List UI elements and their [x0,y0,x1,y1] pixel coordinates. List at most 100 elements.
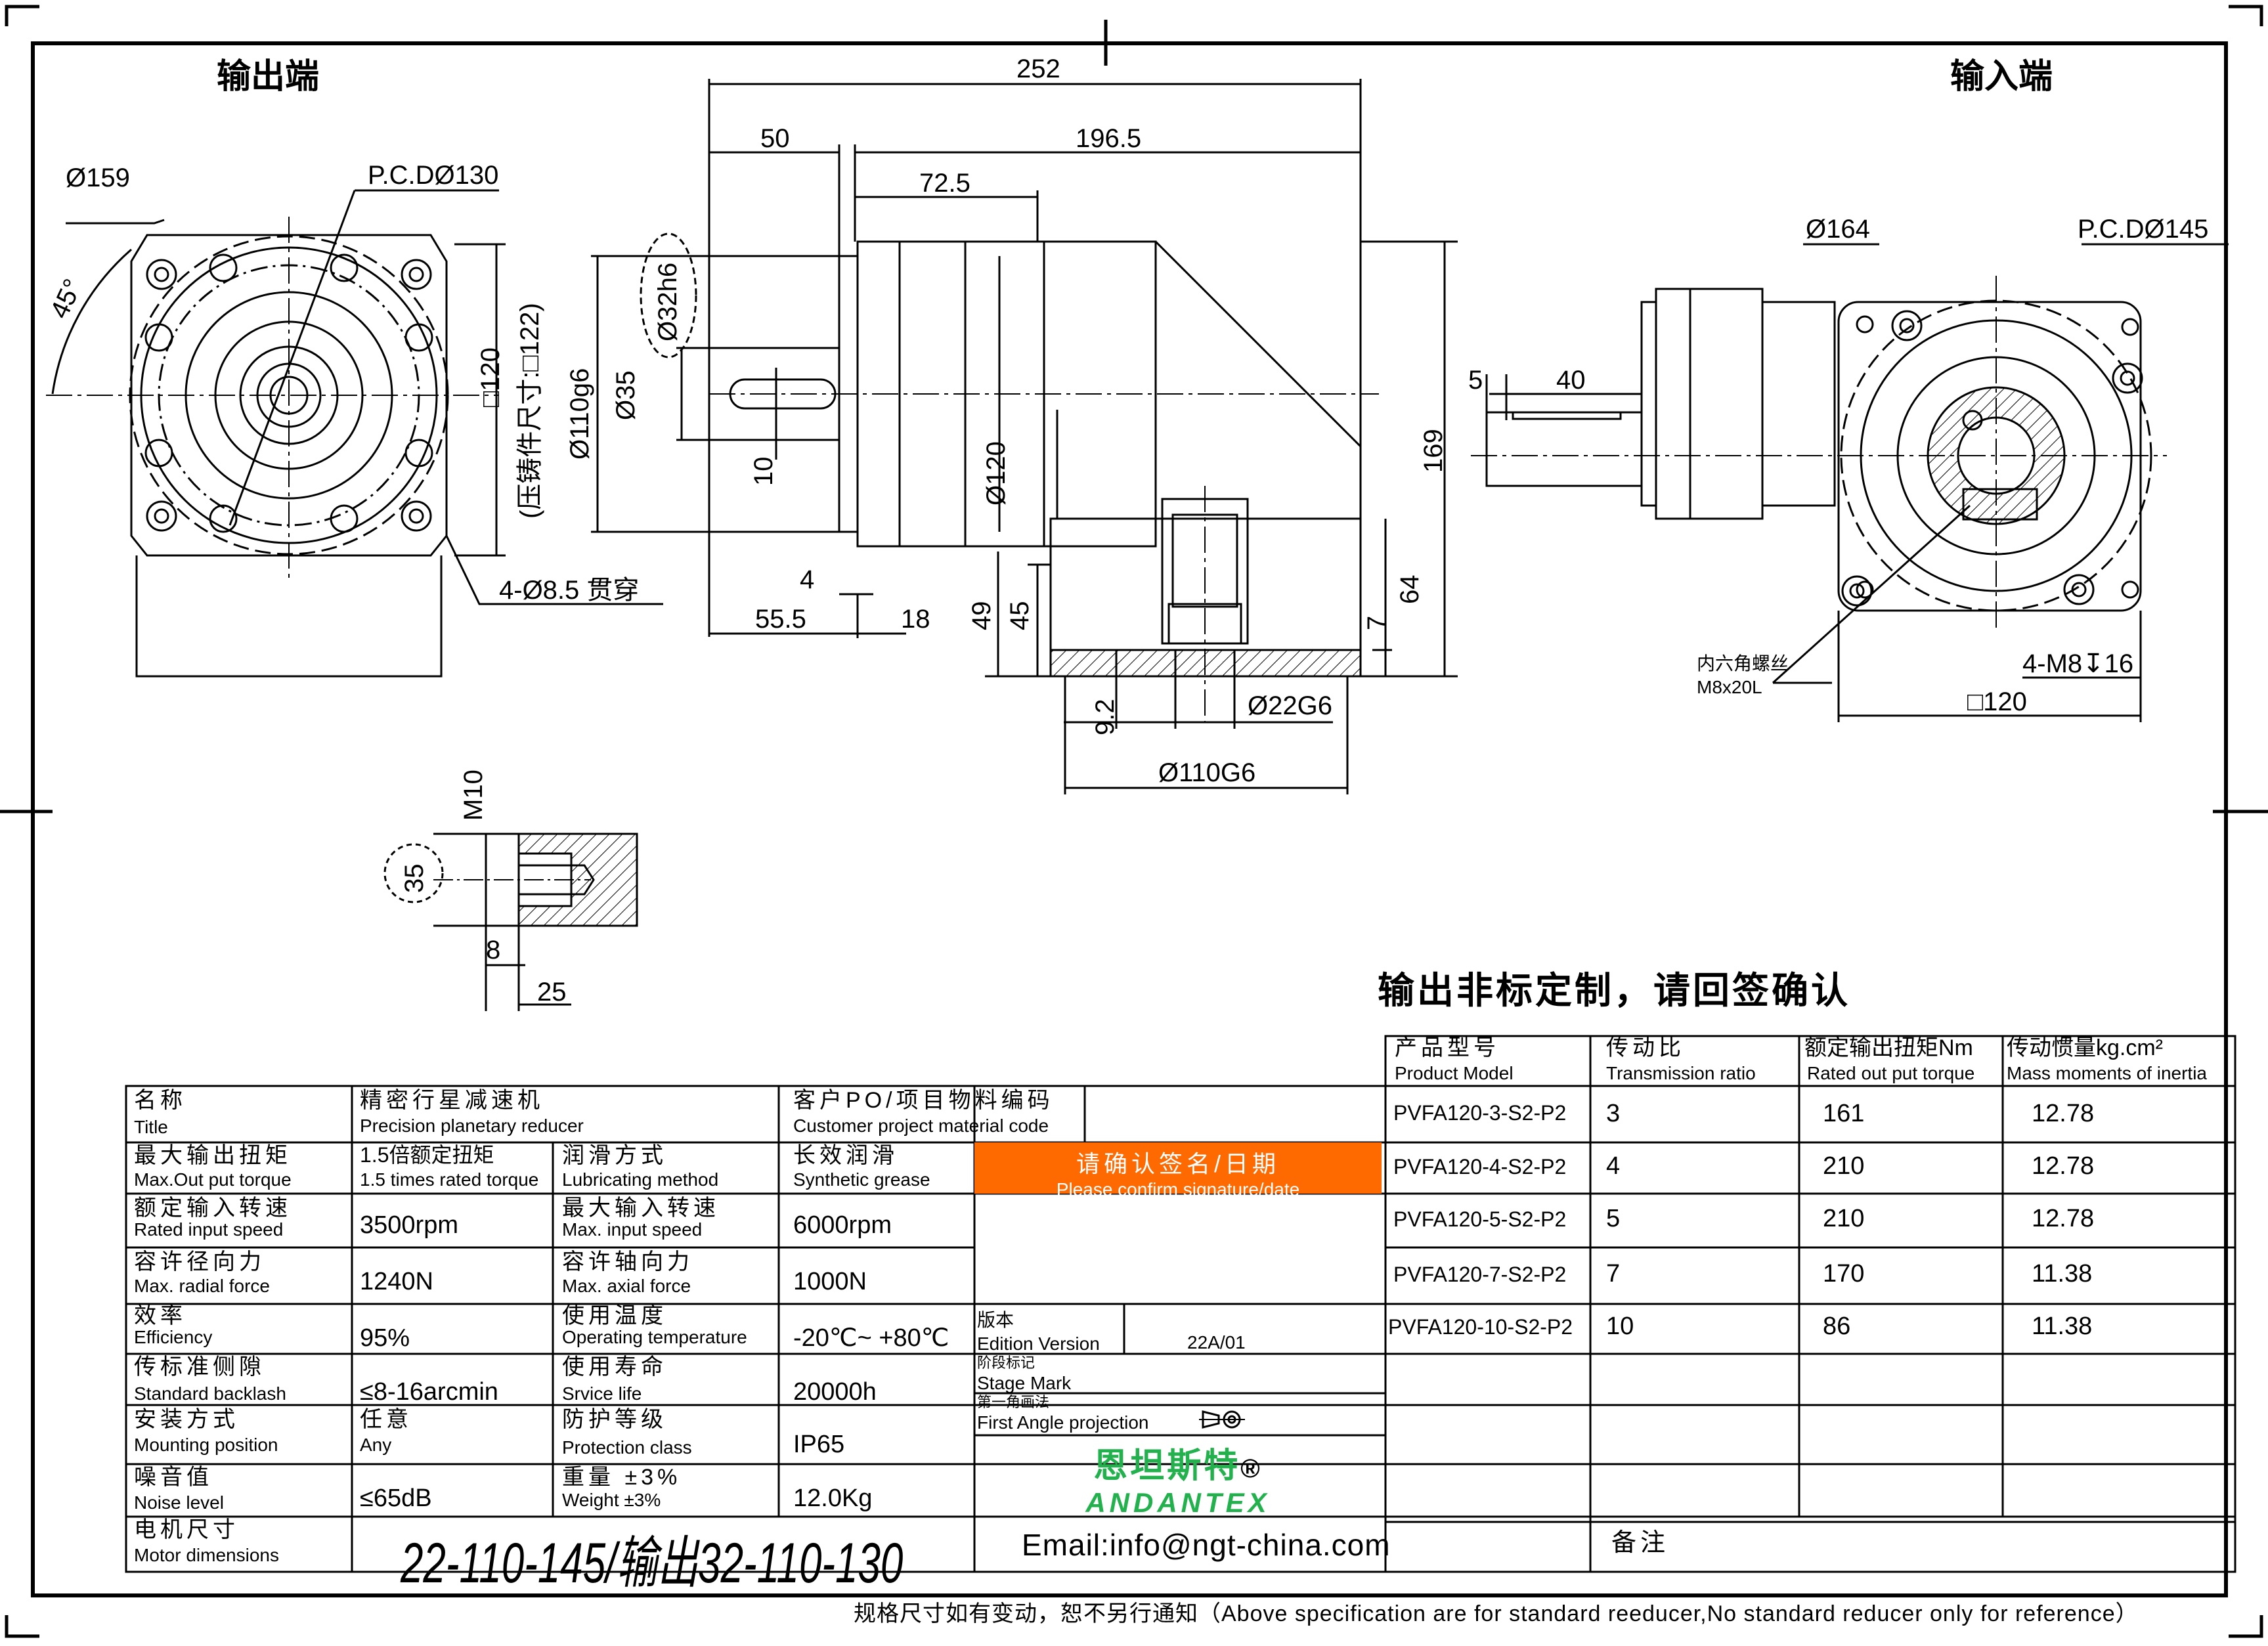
lube-en: Lubricating method [562,1169,719,1190]
dim-front-dia: Ø159 [66,163,130,192]
header-torque-en: Rated out put torque [1807,1063,1975,1083]
logo-registered: ® [1240,1454,1263,1483]
proj-cn: 第一角画法 [977,1394,1050,1410]
row-inertia: 12.78 [2032,1100,2095,1127]
dim-front-cast: (压铸件尺寸:□122) [515,303,544,519]
max-torque-en: Max.Out put torque [134,1169,292,1190]
noise-val: ≤65dB [360,1484,432,1512]
confirm-signature-box[interactable]: 请确认签名/日期 Please confirm signature/date [974,1142,1382,1200]
row-ratio: 10 [1606,1312,1634,1340]
contact-email[interactable]: Email:info@ngt-china.com [1022,1528,1391,1562]
proj-en: First Angle projection [977,1412,1149,1433]
motor-dimensions-value: 22-110-145/输出32-110-130 [401,1532,904,1595]
radial-en: Max. radial force [134,1276,270,1296]
backlash-cn: 传标准侧隙 [134,1354,265,1379]
protect-cn: 防护等级 [562,1407,667,1432]
dim-front-angle: 45° [45,274,87,322]
stage-en: Stage Mark [977,1373,1072,1393]
row-model: PVFA120-7-S2-P2 [1393,1263,1567,1286]
row-ratio: 4 [1606,1152,1621,1180]
max-speed-en: Max. input speed [562,1219,703,1240]
customer-cn: 客户PO/项目物料编码 [793,1088,1054,1113]
remark-label: 备注 [1611,1529,1670,1557]
product-name-cn: 精密行星减速机 [360,1088,544,1113]
output-end-label: 输出端 [217,58,319,96]
axial-val: 1000N [793,1268,867,1295]
dim-detail-depth2: 25 [537,978,567,1007]
row-ratio: 7 [1606,1260,1621,1288]
dim-5: 5 [1468,366,1483,395]
dim-input-bore: Ø22G6 [1248,691,1332,720]
temp-cn: 使用温度 [562,1303,667,1328]
temp-val: -20℃~ +80℃ [793,1324,949,1352]
mount-cn: 安装方式 [134,1407,239,1432]
dim-detail-depth1: 8 [486,936,500,964]
dim-45: 45 [1005,601,1034,631]
max-torque-val-cn: 1.5倍额定扭矩 [360,1143,494,1167]
dim-7: 7 [1363,616,1391,630]
header-model-cn: 产品型号 [1395,1035,1500,1060]
protect-en: Protection class [562,1437,692,1458]
row-inertia: 12.78 [2032,1152,2095,1180]
dim-front-pcd: P.C.DØ130 [368,161,498,190]
edition-val: 22A/01 [1187,1332,1246,1353]
dim-40: 40 [1556,366,1586,395]
row-model: PVFA120-5-S2-P2 [1393,1207,1567,1231]
dimension-labels: 输出端 输入端 Ø159 P.C.DØ130 45° □120 (压铸件尺寸:□… [45,54,2208,1007]
header-inertia-en: Mass moments of inertia [2007,1063,2207,1083]
max-torque-val-en: 1.5 times rated torque [360,1169,539,1190]
weight-cn: 重量 ±3% [562,1465,682,1490]
dim-64: 64 [1395,575,1424,605]
max-speed-val: 6000rpm [793,1211,892,1239]
eff-en: Efficiency [134,1327,213,1347]
dim-shaft-dia: Ø32h6 [653,263,682,341]
row-inertia: 11.38 [2032,1312,2093,1340]
customer-en: Customer project material code [793,1115,1049,1136]
dim-front-holes: 4-Ø8.5 贯穿 [499,576,639,605]
dim-front-square: □120 [476,347,505,407]
confirm-title: 输出非标定制，请回签确认 [1378,970,1850,1011]
dim-49: 49 [967,601,996,631]
dim-4: 4 [800,565,814,594]
screw-spec: M8x20L [1697,677,1762,697]
axial-en: Max. axial force [562,1276,691,1296]
weight-en: Weight ±3% [562,1490,661,1510]
temp-en: Operating temperature [562,1327,747,1347]
stage-cn: 阶段标记 [977,1354,1036,1371]
mount-val: 任意 [360,1407,412,1432]
header-inertia-cn: 传动惯量kg.cm² [2007,1035,2163,1060]
dim-shaft-length: 50 [760,124,790,153]
dim-flange-length: 72.5 [919,169,970,198]
row-torque: 161 [1823,1100,1865,1127]
motor-cn: 电机尺寸 [134,1517,239,1542]
rated-speed-val: 3500rpm [360,1211,458,1239]
logo-cn: 恩坦斯特 [1093,1447,1241,1485]
header-ratio-en: Transmission ratio [1606,1063,1756,1083]
dim-55-5: 55.5 [755,605,806,634]
row-torque: 210 [1823,1152,1865,1180]
dim-body-length: 196.5 [1076,124,1141,153]
noise-cn: 噪音值 [134,1465,213,1490]
max-speed-cn: 最大输入转速 [562,1196,720,1221]
row-model: PVFA120-4-S2-P2 [1393,1155,1567,1179]
noise-en: Noise level [134,1492,224,1513]
row-ratio: 3 [1606,1100,1621,1127]
product-name-en: Precision planetary reducer [360,1115,584,1136]
dim-input-pilot: Ø110G6 [1158,758,1255,787]
input-end-label: 输入端 [1950,58,2053,96]
rated-speed-cn: 额定输入转速 [134,1196,292,1221]
confirm-en: Please confirm signature/date [1056,1179,1300,1200]
logo-en: ANDANTEX [1085,1487,1271,1518]
eff-cn: 效率 [134,1303,186,1328]
axial-cn: 容许轴向力 [562,1249,693,1274]
rated-speed-en: Rated input speed [134,1219,284,1240]
row-torque: 86 [1823,1312,1851,1340]
dim-18: 18 [901,605,930,634]
dim-total-length: 252 [1016,54,1060,83]
dim-key-width: 10 [749,457,778,487]
life-cn: 使用寿命 [562,1354,667,1379]
dim-input-square: □120 [1967,687,2027,716]
life-en: Srvice life [562,1383,642,1404]
